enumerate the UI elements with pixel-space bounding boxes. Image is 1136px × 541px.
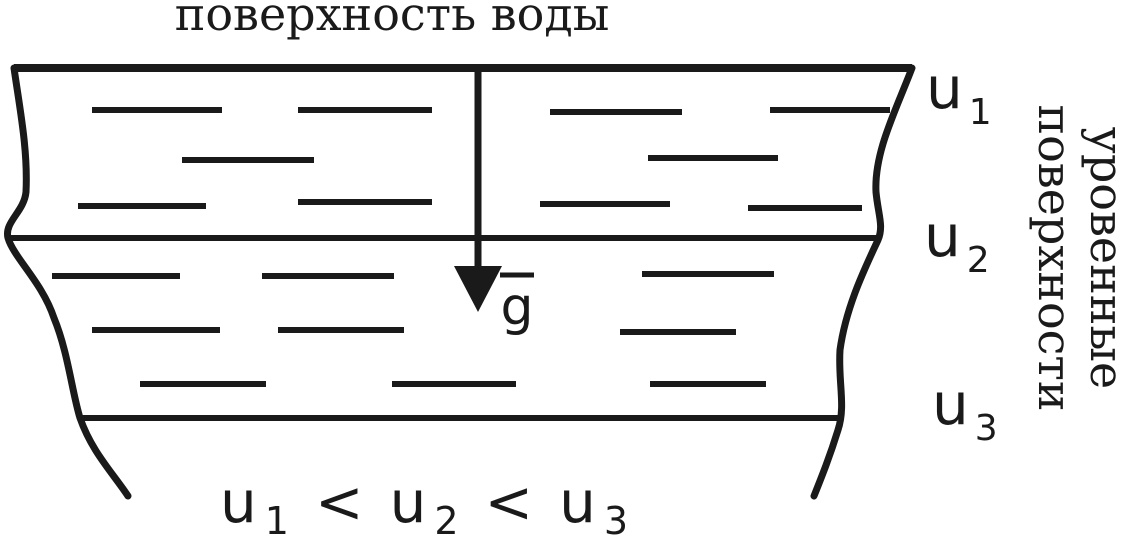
right-boundary-curve [810,64,916,500]
potential-symbol: u [924,202,961,270]
ineq-symbol-2: u [390,468,427,536]
water-hatching-lower [52,271,774,387]
gravity-vector-label: g [500,277,533,337]
potential-symbol: u [926,54,963,122]
ineq-index-1: 1 [265,499,289,541]
vertical-label-line-2: поверхности [1028,104,1082,411]
ineq-symbol-1: u [220,468,257,536]
level-surfaces-vertical-label: уровенные поверхности [1028,104,1134,411]
ineq-operator-1: < [315,468,364,536]
ineq-index-3: 3 [604,499,628,541]
gravity-arrow-head [454,266,502,312]
left-boundary-curve [4,64,132,500]
potential-index: 3 [975,408,998,449]
vertical-label-line-1: уровенные [1080,127,1134,389]
ineq-index-2: 2 [434,499,458,541]
potential-index: 1 [969,92,992,133]
ineq-operator-2: < [485,468,534,536]
water-surface-label: поверхность воды [175,0,610,41]
potential-symbol: u [932,370,969,438]
ineq-symbol-3: u [559,468,596,536]
potential-index: 2 [967,240,990,281]
water-hatching-upper [78,107,890,211]
